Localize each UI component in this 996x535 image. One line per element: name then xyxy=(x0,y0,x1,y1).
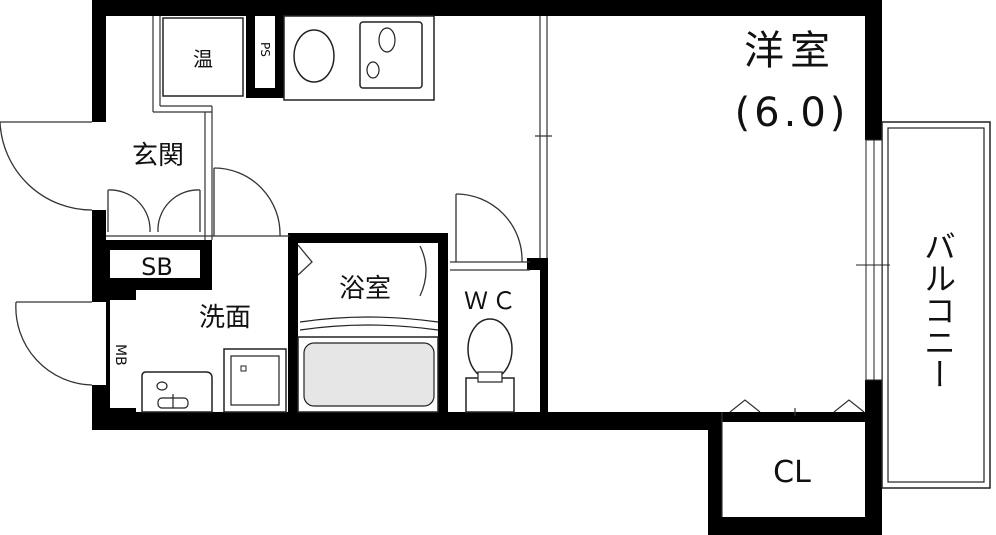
balcony xyxy=(856,121,991,489)
western-room-size-label: (6.0) xyxy=(735,90,850,136)
bathtub xyxy=(297,316,439,413)
washroom-label: 洗面 xyxy=(199,303,251,333)
water-heater-label: 温 xyxy=(193,47,213,71)
meter-box-label: MB xyxy=(112,344,128,366)
doors xyxy=(0,121,530,386)
toilet xyxy=(465,318,515,413)
exterior-walls xyxy=(92,0,882,535)
entrance-label: 玄関 xyxy=(132,141,184,171)
shoe-box-label: SB xyxy=(141,253,173,281)
washbasin xyxy=(141,371,213,413)
laundry-basin xyxy=(283,15,435,101)
toilet-label: ＷＣ xyxy=(464,287,520,315)
water-heater xyxy=(162,17,244,97)
western-room-label: 洋室 xyxy=(744,28,836,74)
washing-machine-pan xyxy=(223,348,287,413)
partitions xyxy=(106,16,723,517)
bathroom-label: 浴室 xyxy=(339,274,391,304)
balcony-label: バルコニー xyxy=(919,230,957,390)
closet-label: CL xyxy=(773,455,811,490)
pipe-space-label: PS xyxy=(258,42,272,57)
closet-doors xyxy=(729,399,865,416)
